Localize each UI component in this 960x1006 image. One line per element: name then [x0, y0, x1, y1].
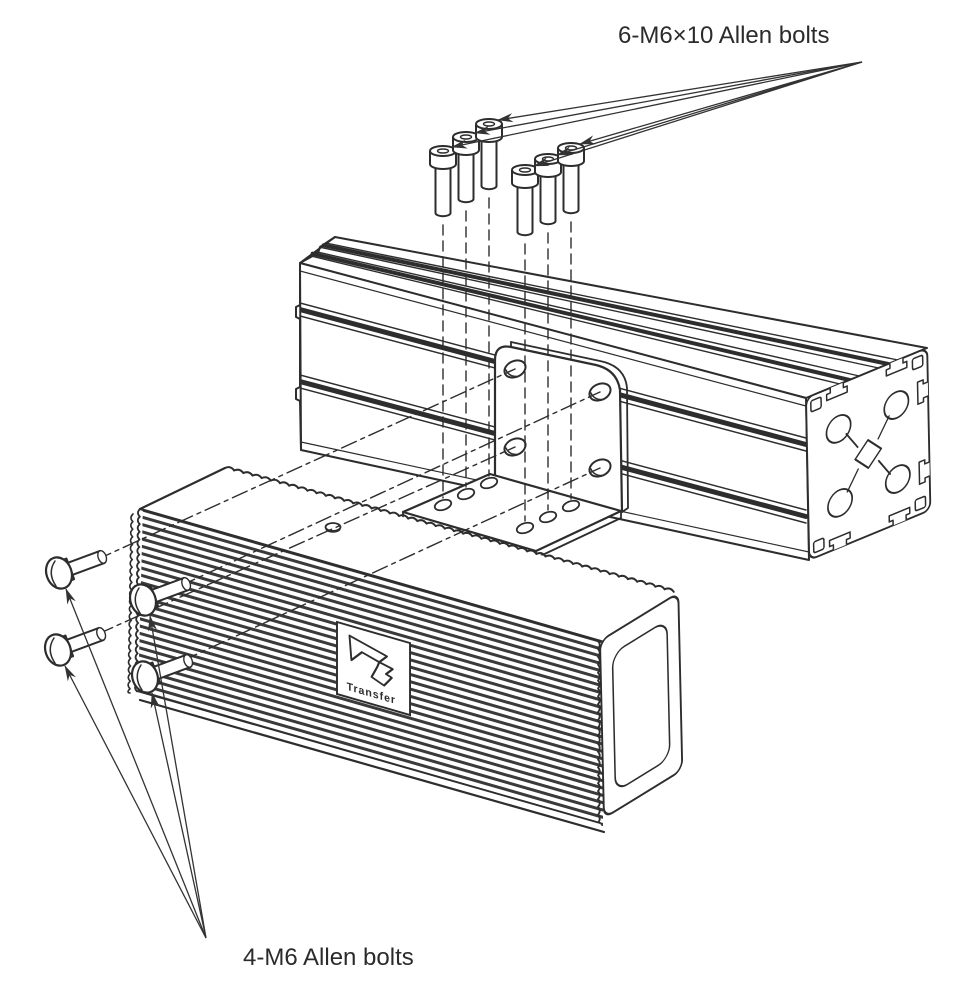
- leader-line: [64, 665, 207, 939]
- brand-logo: Transfer: [336, 620, 411, 717]
- leader-line: [579, 61, 863, 145]
- leader-line: [497, 61, 863, 123]
- allen-bolt-m6x10: [429, 145, 457, 218]
- heatsink-enclosure: Transfer: [127, 466, 684, 834]
- alignment-centerlines: [95, 197, 601, 662]
- allen-bolt-m6: [43, 626, 107, 667]
- l-bracket: [401, 341, 629, 559]
- leader-line: [556, 61, 863, 156]
- leader-line: [474, 61, 863, 135]
- leader-line: [65, 588, 207, 939]
- leader-line: [148, 615, 207, 939]
- label-top-bolts: 6-M6×10 Allen bolts: [618, 22, 830, 49]
- label-bottom-bolts: 4-M6 Allen bolts: [243, 944, 414, 971]
- leader-line: [451, 61, 863, 149]
- leader-line: [150, 692, 207, 939]
- allen-bolt-m6: [130, 653, 194, 694]
- allen-bolt-m6: [44, 549, 108, 590]
- leader-lines: [64, 61, 863, 939]
- allen-bolt-m6: [128, 576, 192, 617]
- allen-bolt-m6x10: [475, 118, 503, 191]
- allen-bolt-m6x10: [511, 164, 539, 237]
